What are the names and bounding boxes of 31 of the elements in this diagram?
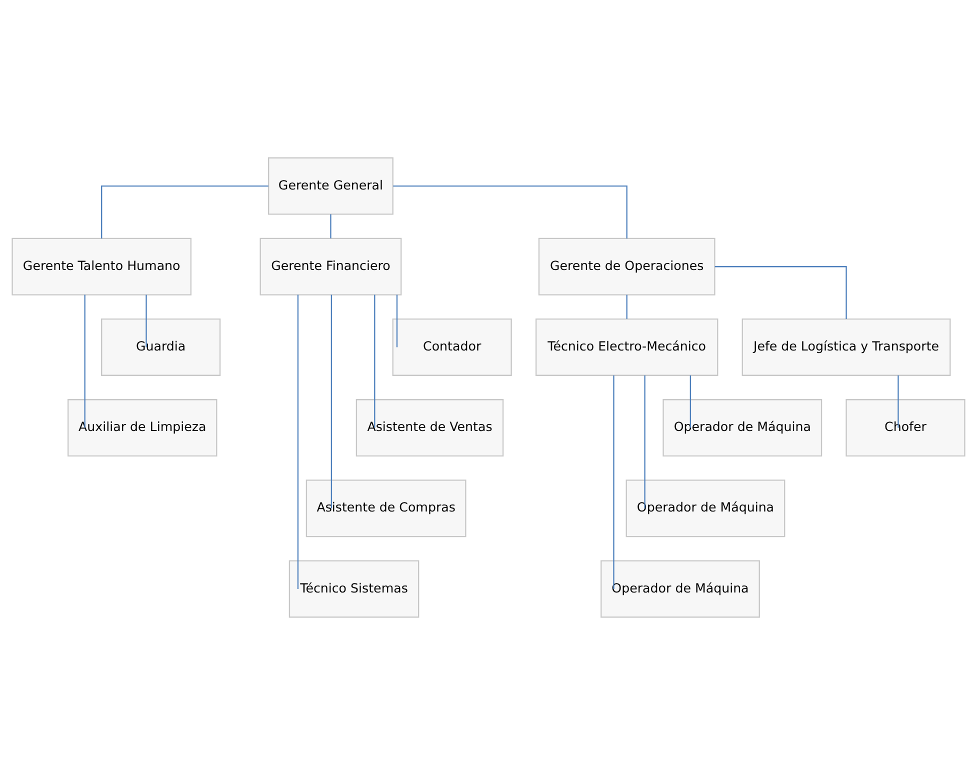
node-box: Técnico Sistemas [288, 560, 420, 618]
node-box: Gerente de Operaciones [538, 238, 716, 296]
connector [330, 214, 332, 238]
node-box: Jefe de Logística y Transporte [742, 318, 951, 376]
connector [714, 266, 847, 320]
connector [644, 375, 646, 508]
connector [101, 185, 268, 238]
connector [330, 294, 332, 508]
connector [690, 375, 692, 428]
node-box: Gerente Talento Humano [12, 238, 192, 296]
connector [613, 375, 614, 589]
node-box: Operador de Máquina [600, 560, 760, 618]
node-box: Operador de Máquina [662, 399, 822, 457]
node-box: Auxiliar de Limpieza [68, 399, 218, 457]
node-box: Contador [392, 318, 512, 376]
node-box: Asistente de Compras [306, 480, 466, 538]
connector [374, 294, 376, 428]
node-box: Asistente de Ventas [356, 399, 504, 457]
connector [84, 294, 86, 428]
connector [297, 294, 299, 589]
node-box: Gerente Financiero [260, 238, 402, 296]
connector [626, 294, 628, 319]
node-box: Gerente General [268, 157, 394, 215]
connector [396, 294, 398, 348]
connector [898, 375, 899, 428]
node-box: Técnico Electro-Mecánico [536, 318, 718, 376]
connector [393, 185, 628, 238]
connector [146, 294, 147, 348]
node-box: Operador de Máquina [626, 480, 786, 538]
node-box: Chofer [846, 399, 966, 457]
node-box: Guardia [101, 318, 221, 376]
